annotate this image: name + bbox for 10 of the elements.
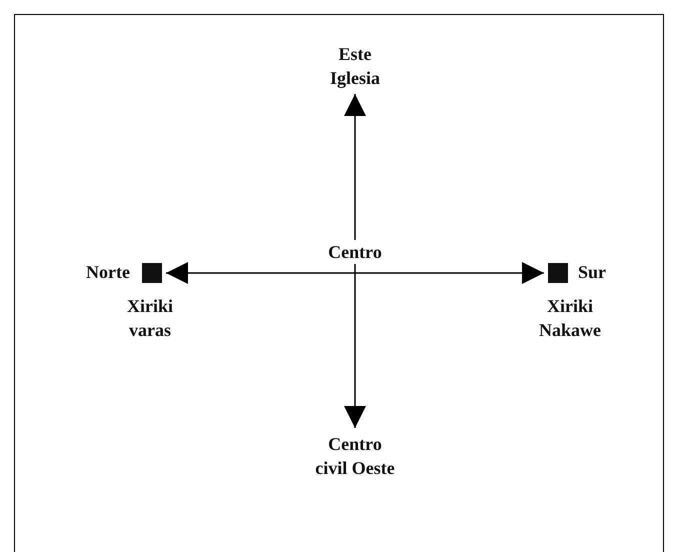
arrow [344, 94, 366, 428]
place-name: Sur [578, 261, 608, 284]
square-marker [548, 263, 568, 283]
square-marker [142, 263, 162, 283]
compass-label: Este Iglesia [315, 42, 395, 90]
place-name: Xiriki Nakawe [538, 295, 602, 342]
arrow [166, 262, 544, 284]
compass-label: Centro civil Oeste [315, 432, 395, 504]
place-name: Xiriki varas [126, 295, 174, 342]
place-name: Norte [85, 261, 130, 284]
